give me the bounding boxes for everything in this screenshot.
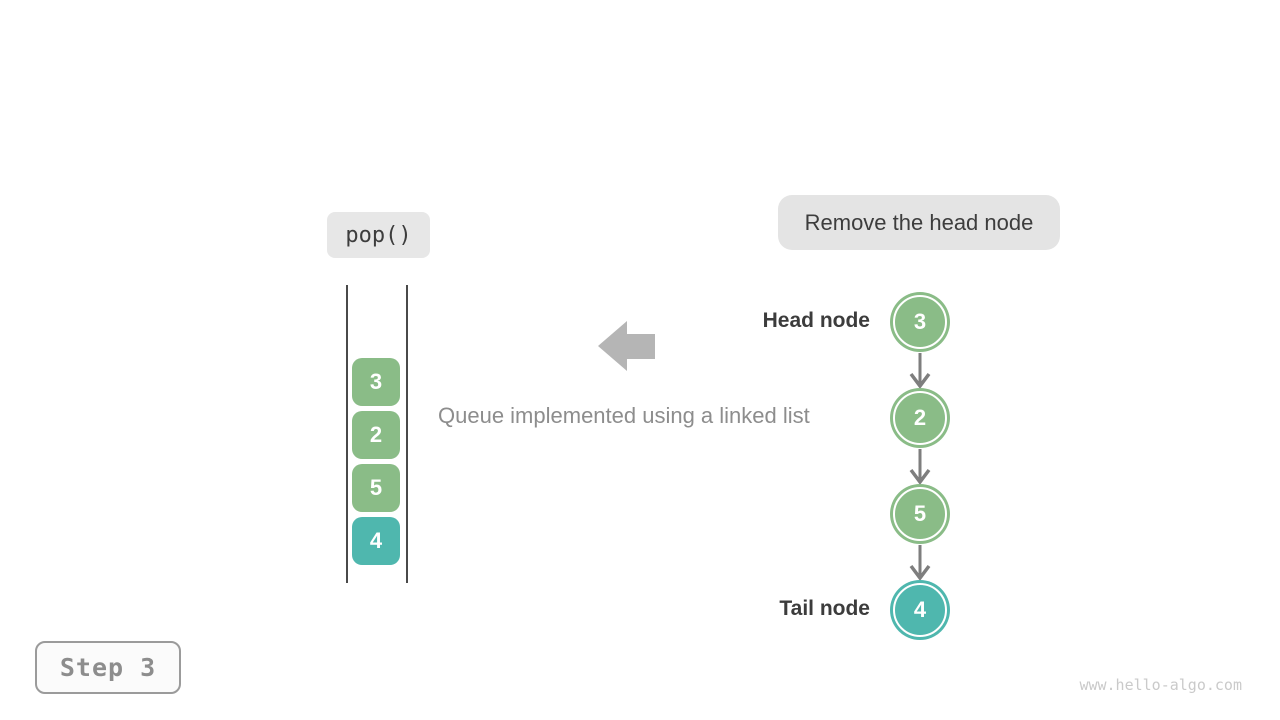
list-node: 5 xyxy=(890,484,950,544)
down-arrow-icon xyxy=(909,353,931,388)
queue-cell: 4 xyxy=(352,517,400,565)
left-arrow-icon xyxy=(598,321,655,371)
tail-node-label: Tail node xyxy=(779,597,870,620)
queue-cell-stack: 3 2 5 4 xyxy=(352,358,400,565)
down-arrow-icon xyxy=(909,449,931,484)
queue-channel-left-line xyxy=(346,285,348,583)
step-badge: Step 3 xyxy=(35,641,181,694)
watermark-text: www.hello-algo.com xyxy=(1079,676,1242,694)
list-node: 2 xyxy=(890,388,950,448)
head-node-label: Head node xyxy=(762,309,870,332)
queue-cell: 3 xyxy=(352,358,400,406)
pop-operation-label: pop() xyxy=(327,212,430,258)
queue-cell: 5 xyxy=(352,464,400,512)
diagram-caption: Queue implemented using a linked list xyxy=(438,403,810,428)
list-node: 3 xyxy=(890,292,950,352)
remove-head-annotation: Remove the head node xyxy=(778,195,1060,250)
queue-channel-right-line xyxy=(406,285,408,583)
list-node: 4 xyxy=(890,580,950,640)
down-arrow-icon xyxy=(909,545,931,580)
queue-cell: 2 xyxy=(352,411,400,459)
